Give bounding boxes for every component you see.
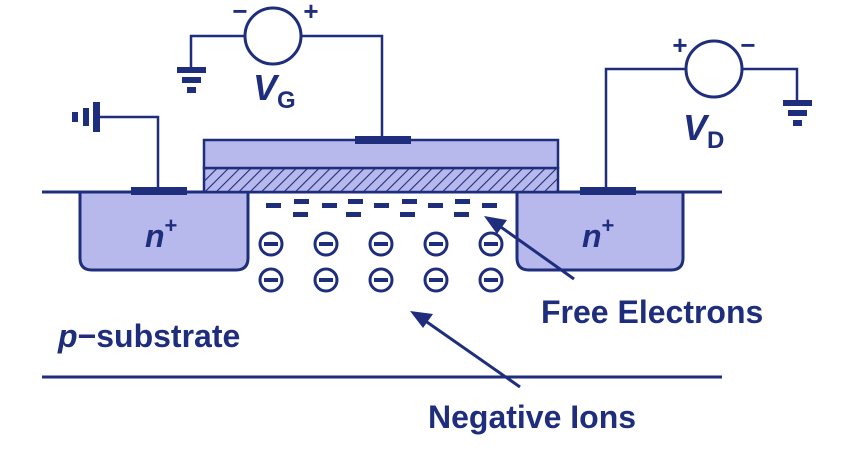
drain-n-region (515, 190, 685, 272)
negative-ion (258, 267, 284, 293)
gate-wire-left (189, 34, 245, 67)
electron (322, 203, 337, 208)
source-n-letter: n (145, 218, 165, 254)
negative-ion (478, 231, 504, 257)
drain-wire-right (742, 67, 799, 100)
substrate-rest: −substrate (78, 318, 241, 354)
free-electrons-label: Free Electrons (541, 294, 763, 330)
drain-wire-left (604, 67, 686, 188)
negative-ion (423, 267, 449, 293)
source-contact (131, 187, 187, 195)
source-n-plus: + (165, 213, 178, 238)
negative-ion (478, 267, 504, 293)
electron (346, 212, 361, 217)
free-electrons-arrow (484, 216, 575, 281)
vd-label-main: V (683, 107, 710, 148)
electron (374, 203, 389, 208)
substrate-p: p (57, 318, 78, 354)
drain-ground-icon (783, 100, 812, 126)
negative-ion (258, 231, 284, 257)
electron (482, 203, 497, 208)
vg-minus-sign: − (232, 0, 247, 26)
negative-ions-arrow (410, 311, 521, 389)
electron (402, 199, 417, 204)
gate-contact (355, 136, 411, 144)
vd-plus-sign: + (672, 30, 687, 60)
negative-ions-label: Negative Ions (428, 399, 636, 435)
electron (293, 212, 308, 217)
electron (454, 212, 469, 217)
electron (266, 203, 281, 208)
negative-ions-group (258, 231, 504, 293)
electron (348, 199, 363, 204)
negative-ion (423, 231, 449, 257)
substrate-label: p−substrate (57, 318, 240, 354)
negative-ion (313, 231, 339, 257)
gate-ground-icon (177, 67, 206, 93)
negative-ion (313, 267, 339, 293)
electron (455, 199, 470, 204)
drain-n-label: n+ (582, 213, 614, 254)
drain-contact (580, 187, 636, 195)
vg-label-sub: G (277, 87, 296, 114)
drain-n-letter: n (582, 218, 602, 254)
source-n-region (78, 190, 250, 272)
gate-electrode (202, 138, 560, 170)
vg-source-icon (243, 6, 303, 66)
gate-oxide (202, 166, 560, 194)
negative-ion (368, 267, 394, 293)
free-electrons-group (266, 199, 497, 217)
vg-label: VG (253, 67, 296, 114)
vg-label-main: V (253, 67, 280, 108)
electron (400, 212, 415, 217)
source-n-label: n+ (145, 213, 177, 254)
vd-source-icon (684, 39, 744, 99)
source-wire (97, 115, 160, 188)
vd-minus-sign: − (740, 30, 755, 60)
vd-label-sub: D (707, 127, 724, 154)
negative-ion (368, 231, 394, 257)
vg-plus-sign: + (303, 0, 318, 26)
vd-label: VD (683, 107, 724, 154)
electron (294, 199, 309, 204)
drain-n-plus: + (602, 213, 615, 238)
gate-wire-right (301, 34, 384, 138)
source-ground-icon (72, 102, 100, 132)
electron (428, 203, 443, 208)
